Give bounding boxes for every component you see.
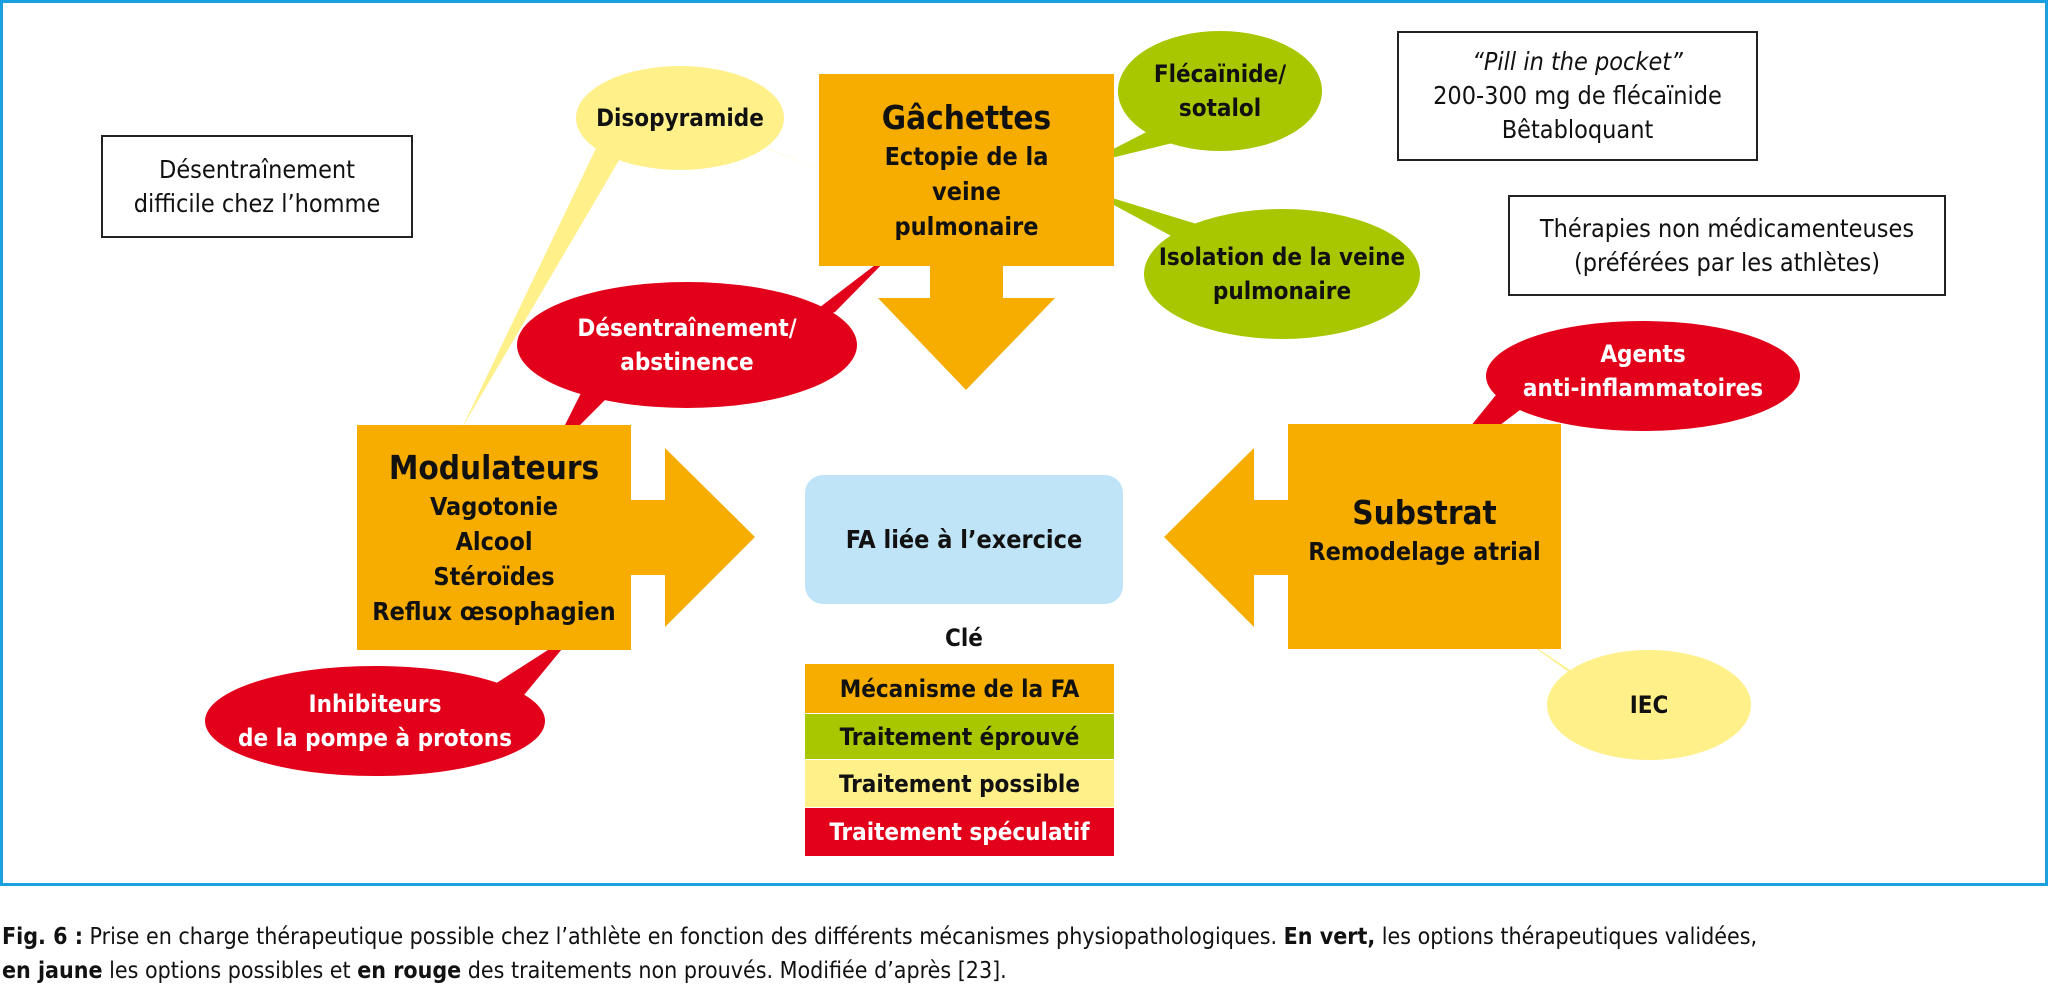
isolation-bubble xyxy=(1144,209,1420,339)
substrate-box xyxy=(1288,424,1561,649)
isolation-tail xyxy=(1086,190,1200,238)
triggers-box xyxy=(819,74,1114,266)
note-pill-line: Bêtabloquant xyxy=(1501,115,1654,144)
legend-label: Traitement éprouvé xyxy=(839,722,1080,751)
ppi-label: Inhibiteurs de la pompe à protons xyxy=(205,666,545,776)
triggers-arrow xyxy=(878,266,1055,390)
legend-item-possible: Traitement possible xyxy=(805,760,1114,807)
legend-item-proven: Traitement éprouvé xyxy=(805,714,1114,759)
bubble-text: abstinence xyxy=(620,348,754,376)
note-nonpharma-line: Thérapies non médicamenteuses xyxy=(1539,213,1915,243)
bubble-text: Agents xyxy=(1600,340,1686,368)
modulators-line: Alcool xyxy=(455,526,533,556)
legend-label: Traitement spéculatif xyxy=(829,818,1090,846)
bubble-text: Disopyramide xyxy=(596,104,764,132)
abstinence-label: Désentraînement/ abstinence xyxy=(517,282,857,408)
caption-fig-label: Fig. 6 : xyxy=(2,924,83,950)
note-nonpharma: Thérapies non médicamenteuses (préférées… xyxy=(1508,195,1946,296)
legend-swatch-proven xyxy=(805,714,1114,759)
triggers-title: Gâchettes xyxy=(881,97,1052,137)
legend-swatch-speculative xyxy=(805,808,1114,856)
modulators-line: Reflux œsophagien xyxy=(372,596,616,626)
modulators-title: Modulateurs xyxy=(388,447,600,487)
legend-title-text: Clé xyxy=(945,624,983,652)
disopyramide-label: Disopyramide xyxy=(576,66,784,170)
antiinflam-bubble xyxy=(1486,321,1800,431)
disopyramide-bubble xyxy=(576,66,784,170)
disopyramide-tail-right xyxy=(745,140,843,178)
caption-text: les options possibles et xyxy=(102,958,358,984)
substrate-line: Remodelage atrial xyxy=(1308,536,1541,566)
bubble-text: sotalol xyxy=(1178,94,1262,122)
legend-item-mechanism: Mécanisme de la FA xyxy=(805,664,1114,713)
note-detraining-line: difficile chez l’homme xyxy=(133,188,381,218)
caption-yellow-label: en jaune xyxy=(2,958,103,984)
isolation-label: Isolation de la veine pulmonaire xyxy=(1144,209,1420,339)
flecainide-bubble xyxy=(1118,31,1322,151)
modulators-arrow xyxy=(631,448,755,627)
legend-swatch-mechanism xyxy=(805,664,1114,713)
caption-text: les options thérapeutiques validées, xyxy=(1375,924,1758,950)
caption-green-label: En vert, xyxy=(1283,924,1376,950)
bubble-text: anti-inflammatoires xyxy=(1522,374,1764,402)
bubble-text: Isolation de la veine xyxy=(1158,243,1406,271)
note-detraining: Désentraînement difficile chez l’homme xyxy=(101,135,413,238)
center-text: FA liée à l’exercice xyxy=(845,525,1083,554)
disopyramide-tail-left xyxy=(462,140,625,428)
legend-item-speculative: Traitement spéculatif xyxy=(805,808,1114,856)
iec-bubble xyxy=(1547,650,1751,760)
legend-swatch-possible xyxy=(805,760,1114,807)
substrate-arrow xyxy=(1164,448,1288,627)
modulators-box xyxy=(357,425,631,650)
caption-text: Prise en charge thérapeutique possible c… xyxy=(82,924,1284,950)
center-box xyxy=(805,475,1123,604)
substrate-title: Substrat xyxy=(1352,492,1497,532)
figure-caption-line-2: en jaune les options possibles et en rou… xyxy=(2,958,1007,984)
flecainide-label: Flécaïnide/ sotalol xyxy=(1118,31,1322,151)
bubble-text: Flécaïnide/ xyxy=(1153,60,1287,88)
bubble-text: pulmonaire xyxy=(1212,277,1352,305)
figure-caption-line-1: Fig. 6 : Prise en charge thérapeutique p… xyxy=(2,924,1757,950)
caption-text: des traitements non prouvés. Modifiée d’… xyxy=(461,958,1007,984)
substrate-label: Substrat Remodelage atrial xyxy=(1288,490,1561,570)
triggers-line: pulmonaire xyxy=(894,211,1039,241)
figure-frame xyxy=(0,0,2048,886)
triggers-line: Ectopie de la xyxy=(884,141,1049,171)
ppi-bubble xyxy=(205,666,545,776)
legend-label: Mécanisme de la FA xyxy=(839,674,1080,703)
antiinflam-label: Agents anti-inflammatoires xyxy=(1486,316,1800,426)
bubble-text: Désentraînement/ xyxy=(577,314,797,342)
iec-label: IEC xyxy=(1547,650,1751,760)
note-nonpharma-line: (préférées par les athlètes) xyxy=(1573,247,1881,277)
triggers-line: veine xyxy=(932,176,1001,206)
note-pill-in-pocket: “Pill in the pocket” 200-300 mg de fléca… xyxy=(1397,31,1758,161)
bubble-text: Inhibiteurs xyxy=(308,690,442,718)
modulators-line: Vagotonie xyxy=(430,491,558,521)
triggers-label: Gâchettes Ectopie de la veine pulmonaire xyxy=(819,90,1114,250)
note-detraining-line: Désentraînement xyxy=(159,154,355,184)
note-pill-line: “Pill in the pocket” xyxy=(1472,47,1683,76)
abstinence-bubble xyxy=(517,282,857,408)
bubble-text: de la pompe à protons xyxy=(238,724,512,752)
caption-red-label: en rouge xyxy=(357,958,462,984)
modulators-label: Modulateurs Vagotonie Alcool Stéroïdes R… xyxy=(357,440,631,635)
note-pill-line: 200-300 mg de flécaïnide xyxy=(1433,81,1722,110)
legend-label: Traitement possible xyxy=(839,769,1080,798)
legend-title: Clé xyxy=(805,620,1123,656)
bubble-text: IEC xyxy=(1629,691,1669,719)
center-label: FA liée à l’exercice xyxy=(805,475,1123,604)
modulators-line: Stéroïdes xyxy=(433,561,555,591)
